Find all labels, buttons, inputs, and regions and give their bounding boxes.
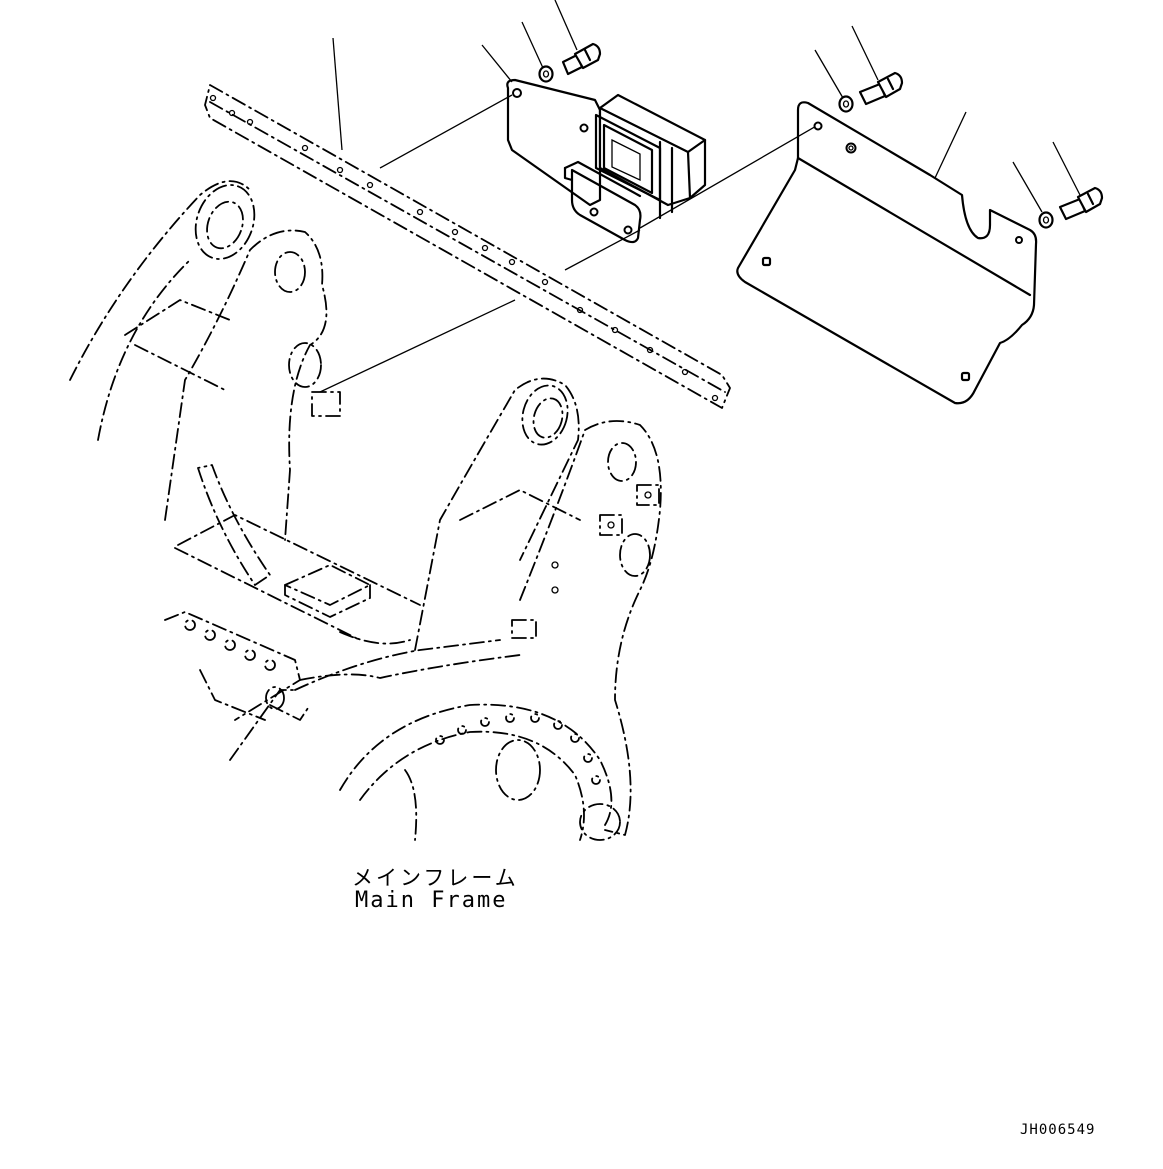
cover-plate xyxy=(736,101,1038,405)
fastener-set-2 xyxy=(838,71,904,113)
drawing-code: JH006549 xyxy=(1020,1122,1096,1138)
fastener-set-3 xyxy=(1038,186,1104,229)
washer-icon xyxy=(838,95,854,113)
main-frame-label-en: Main Frame xyxy=(355,888,508,913)
washer-icon xyxy=(538,65,554,83)
main-frame xyxy=(69,180,662,841)
main-frame-label-jp: メインフレーム xyxy=(352,866,519,890)
bolt-icon xyxy=(1058,186,1104,221)
washer-icon xyxy=(1038,211,1054,229)
long-mounting-bar xyxy=(204,84,731,409)
bolt-icon xyxy=(858,71,904,106)
socket-bracket xyxy=(506,78,707,244)
fastener-set-1 xyxy=(538,42,602,83)
bolt-icon xyxy=(561,42,602,76)
leader-lines xyxy=(319,0,1081,393)
